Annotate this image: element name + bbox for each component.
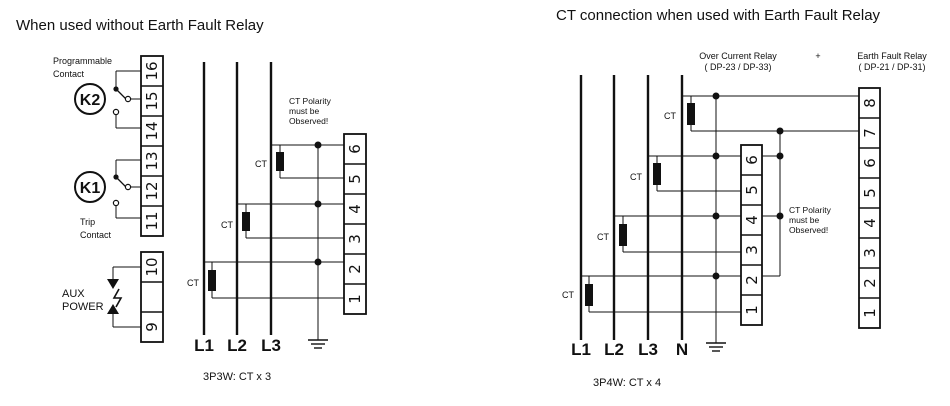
- control-terminal-block: 16 15 14 13 12 11: [140, 55, 164, 237]
- left-ct-label-l3: CT: [255, 159, 267, 169]
- right-caption: 3P4W: CT x 4: [593, 377, 661, 389]
- terminal-13: 13: [143, 151, 161, 170]
- right-ct-polarity-2: must be: [789, 215, 820, 225]
- k2-label: K2: [80, 92, 101, 109]
- left-ct-common-ground: [308, 141, 328, 349]
- left-ct-label-l2: CT: [221, 220, 233, 230]
- right-ct-label-n: CT: [664, 111, 676, 121]
- ef-terminal-8: 8: [861, 98, 879, 108]
- right-ct-polarity-3: Observed!: [789, 225, 828, 235]
- terminal-10: 10: [143, 257, 161, 276]
- left-ct-l3: CT: [255, 144, 344, 179]
- ef-terminal-2: 2: [861, 278, 879, 288]
- terminal-11: 11: [143, 211, 161, 230]
- label-l1: L1: [194, 336, 214, 355]
- ef-terminal-7: 7: [861, 128, 879, 138]
- ef-terminal-1: 1: [861, 308, 879, 318]
- k1-contact: K1: [74, 159, 141, 219]
- oc-terminal-6: 6: [743, 155, 761, 165]
- r-label-l2: L2: [604, 340, 624, 359]
- left-meter-terminal-5: 5: [346, 174, 364, 184]
- left-caption: 3P3W: CT x 3: [203, 371, 271, 383]
- ef-relay-terminal-block: 8 7 6 5 4 3 2 1: [858, 87, 881, 329]
- left-ct-l2: CT: [221, 203, 344, 239]
- trip-contact-label-1: Trip: [80, 217, 95, 227]
- left-title: When used without Earth Fault Relay: [16, 17, 264, 34]
- r-label-l1: L1: [571, 340, 591, 359]
- oc-relay-label-2: ( DP-23 / DP-33): [704, 62, 771, 72]
- left-meter-terminal-6: 6: [346, 144, 364, 154]
- terminal-12: 12: [143, 181, 161, 200]
- plus-sign: +: [815, 51, 820, 61]
- k2-contact: K2: [74, 70, 141, 129]
- right-ct-label-l2: CT: [597, 232, 609, 242]
- r-label-l3: L3: [638, 340, 658, 359]
- ef-relay-label-2: ( DP-21 / DP-31): [858, 62, 925, 72]
- trip-contact-label-2: Contact: [80, 230, 112, 240]
- left-meter-terminal-1: 1: [346, 294, 364, 304]
- aux-power-label-2: POWER: [62, 301, 104, 313]
- terminal-16: 16: [143, 61, 161, 80]
- label-l3: L3: [261, 336, 281, 355]
- r-label-n: N: [676, 340, 688, 359]
- left-meter-terminal-3: 3: [346, 234, 364, 244]
- left-meter-terminal-4: 4: [346, 204, 364, 214]
- oc-relay-terminal-block: 6 5 4 3 2 1: [740, 144, 763, 326]
- oc-relay-label-1: Over Current Relay: [699, 51, 777, 61]
- left-meter-terminal-block: 6 5 4 3 2 1: [343, 133, 367, 315]
- ef-terminal-4: 4: [861, 218, 879, 228]
- terminal-14: 14: [143, 121, 161, 140]
- left-ct-polarity-3: Observed!: [289, 116, 328, 126]
- left-ct-polarity-1: CT Polarity: [289, 96, 332, 106]
- oc-terminal-3: 3: [743, 245, 761, 255]
- left-meter-terminal-2: 2: [346, 264, 364, 274]
- k1-label: K1: [80, 180, 101, 197]
- ef-terminal-3: 3: [861, 248, 879, 258]
- right-ct-l3: CT: [630, 152, 741, 192]
- ef-terminal-5: 5: [861, 188, 879, 198]
- right-ct-neutral: CT: [664, 92, 859, 135]
- oc-terminal-1: 1: [743, 305, 761, 315]
- oc-return-bus: [762, 131, 784, 277]
- ef-terminal-6: 6: [861, 158, 879, 168]
- right-ct-common-ground: [706, 96, 726, 352]
- oc-terminal-2: 2: [743, 275, 761, 285]
- right-ct-label-l1: CT: [562, 290, 574, 300]
- aux-power-label-1: AUX: [62, 288, 85, 300]
- left-ct-polarity-2: must be: [289, 106, 320, 116]
- right-ct-l1: CT: [562, 272, 741, 313]
- programmable-contact-label-2: Contact: [53, 69, 85, 79]
- right-title: CT connection when used with Earth Fault…: [556, 7, 881, 24]
- ef-relay-label-1: Earth Fault Relay: [857, 51, 927, 61]
- oc-terminal-4: 4: [743, 215, 761, 225]
- terminal-9: 9: [143, 322, 161, 332]
- terminal-15: 15: [143, 91, 161, 110]
- right-ct-label-l3: CT: [630, 172, 642, 182]
- left-ct-label-l1: CT: [187, 278, 199, 288]
- aux-power-terminal-block: 10 9: [107, 251, 164, 343]
- left-ct-l1: CT: [187, 261, 344, 299]
- programmable-contact-label-1: Programmable: [53, 56, 112, 66]
- right-ct-l2: CT: [597, 212, 741, 253]
- oc-terminal-5: 5: [743, 185, 761, 195]
- right-ct-polarity-1: CT Polarity: [789, 205, 832, 215]
- label-l2: L2: [227, 336, 247, 355]
